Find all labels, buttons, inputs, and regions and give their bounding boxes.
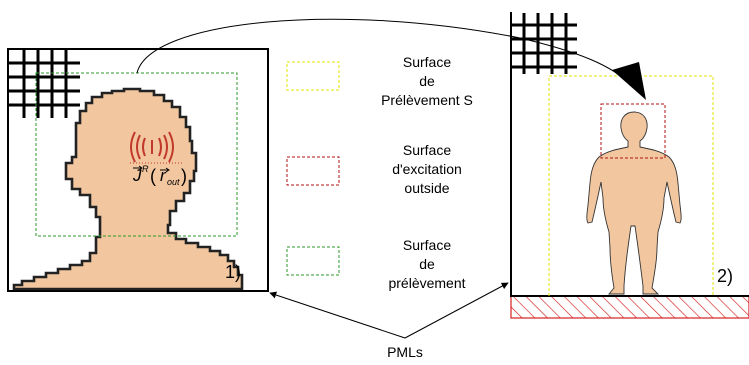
legend-red-line-2: d'excitation bbox=[392, 161, 462, 177]
legend-swatch-red bbox=[286, 156, 340, 186]
mesh-grid-1 bbox=[9, 50, 80, 118]
panel-1: J R ( r out ) 1) bbox=[7, 48, 269, 292]
legend-swatch-green bbox=[286, 246, 340, 276]
legend-red-line-3: outside bbox=[404, 180, 449, 196]
svg-text:J: J bbox=[132, 166, 142, 185]
legend-red-line-1: Surface bbox=[403, 142, 451, 158]
source-current-formula: J R ( r out ) bbox=[132, 164, 187, 187]
panel-1-frame bbox=[7, 48, 269, 292]
panel-2-frame bbox=[510, 12, 749, 297]
legend-swatch-yellow bbox=[286, 61, 340, 91]
head-silhouette bbox=[12, 87, 244, 291]
source-waves-icon bbox=[130, 131, 174, 163]
panel-2: 2) bbox=[510, 12, 749, 319]
transfer-arrowhead bbox=[612, 62, 646, 100]
svg-text:(: ( bbox=[150, 166, 156, 186]
pml-arrow-1 bbox=[269, 291, 406, 339]
legend: Surface de Prélèvement S Surface d'excit… bbox=[286, 54, 473, 291]
red-excitation-surface bbox=[600, 103, 666, 159]
legend-yellow-line-3: Prélèvement S bbox=[381, 92, 473, 108]
svg-text:r: r bbox=[160, 166, 167, 185]
legend-yellow-line-1: Surface bbox=[403, 54, 451, 70]
legend-yellow-line-2: de bbox=[419, 73, 435, 89]
green-sampling-surface bbox=[35, 72, 238, 237]
legend-green-line-2: de bbox=[419, 256, 435, 272]
legend-green-line-1: Surface bbox=[403, 237, 451, 253]
mesh-grid-2 bbox=[512, 13, 577, 74]
ground-plane bbox=[510, 295, 749, 319]
svg-text:out: out bbox=[167, 177, 180, 187]
legend-green-line-3: prélèvement bbox=[388, 275, 465, 291]
svg-text:R: R bbox=[142, 164, 149, 174]
pml-arrow-2 bbox=[404, 282, 509, 339]
svg-text:): ) bbox=[181, 166, 187, 186]
panel-1-label: 1) bbox=[225, 262, 241, 282]
panel-2-label: 2) bbox=[717, 266, 733, 286]
transfer-arc-arrow bbox=[136, 18, 631, 85]
pml-label: PMLs bbox=[387, 344, 423, 360]
